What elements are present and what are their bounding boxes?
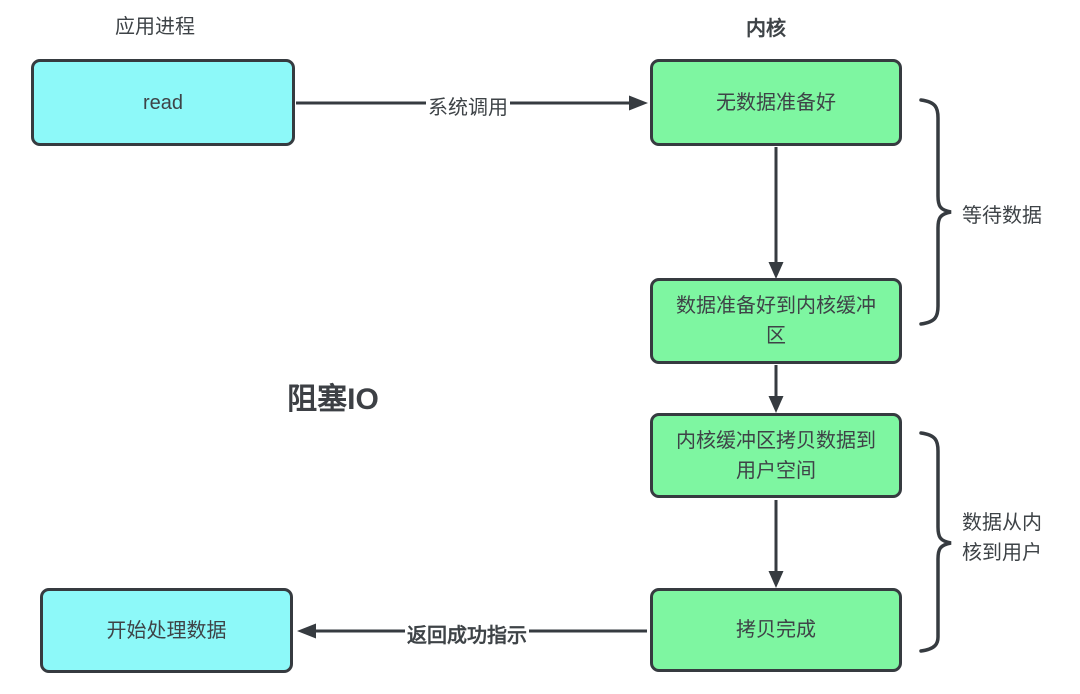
app-process-label: 应用进程 — [115, 16, 195, 38]
data-ready-node: 数据准备好到内核缓冲区 — [650, 278, 902, 364]
wait-data-brace-icon — [919, 98, 952, 326]
copy-to-user-node: 内核缓冲区拷贝数据到用户空间 — [650, 413, 902, 498]
read-node: read — [31, 59, 295, 146]
wait-data-label: 等待数据 — [962, 205, 1042, 227]
syscall-edge-label: 系统调用 — [426, 91, 510, 120]
no-data-ready-node: 无数据准备好 — [650, 59, 902, 146]
copy-done-node: 拷贝完成 — [650, 588, 902, 672]
down-arrow-2 — [768, 365, 784, 413]
down-arrow-1 — [768, 147, 784, 279]
diagram-title: 阻塞IO — [287, 383, 379, 416]
kernel-to-user-brace-icon — [919, 431, 952, 653]
process-data-node: 开始处理数据 — [40, 588, 293, 673]
return-success-edge-label: 返回成功指示 — [405, 619, 529, 648]
down-arrow-3 — [768, 500, 784, 588]
kernel-label: 内核 — [746, 18, 786, 40]
kernel-to-user-label: 数据从内核到用户 — [962, 512, 1042, 564]
